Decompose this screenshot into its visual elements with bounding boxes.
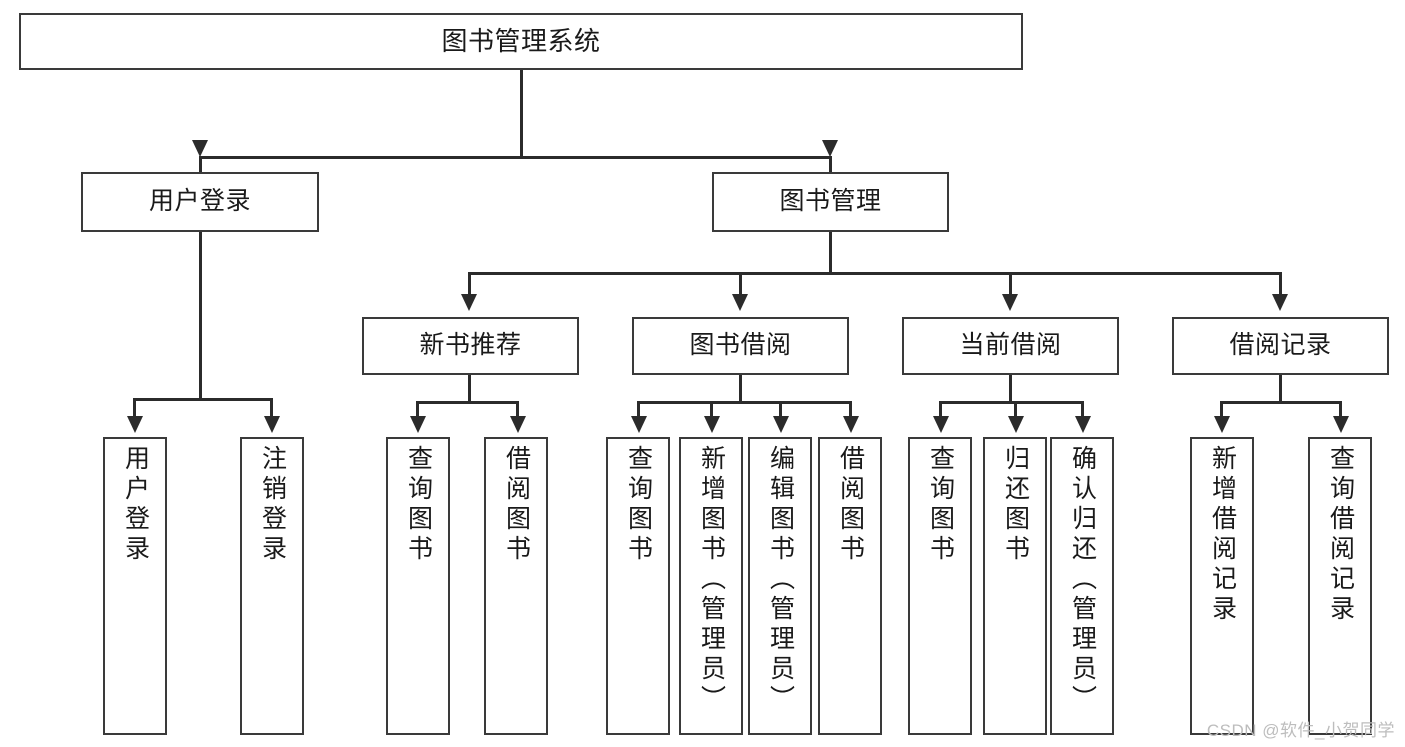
node-leaf-query-book-current[interactable]: 查询图书 — [908, 437, 972, 735]
node-label: 借阅图书 — [502, 445, 531, 565]
connector-bm-to-borrow-record — [1279, 272, 1282, 300]
node-book-management-system[interactable]: 图书管理系统 — [19, 13, 1023, 70]
node-label: 注销登录 — [258, 445, 287, 565]
connector-user-login-stem — [199, 232, 202, 400]
connector-bb-to-borrow-book — [849, 401, 852, 420]
connector-root-to-book-manage — [829, 156, 832, 184]
node-label: 借阅记录 — [1229, 331, 1332, 360]
node-leaf-confirm-return-admin[interactable]: 确认归还（管理员） — [1050, 437, 1114, 735]
connector-new-book-rec-stem — [468, 375, 471, 403]
node-leaf-user-login[interactable]: 用户登录 — [103, 437, 167, 735]
connector-cb-to-return-book — [1014, 401, 1017, 420]
arrow-ul-to-leaf-user-login — [127, 416, 143, 433]
node-leaf-query-book-recommend[interactable]: 查询图书 — [386, 437, 450, 735]
node-label: 归还图书 — [1001, 445, 1030, 565]
connector-bm-to-current-borrow — [1009, 272, 1012, 300]
node-label: 新增图书（管理员） — [697, 445, 726, 715]
node-label: 查询图书 — [926, 445, 955, 565]
arrow-bm-to-book-borrow — [732, 294, 748, 311]
arrow-root-to-user-login — [192, 140, 208, 157]
node-label: 新增借阅记录 — [1208, 445, 1237, 625]
arrow-bm-to-borrow-record — [1272, 294, 1288, 311]
node-borrow-record[interactable]: 借阅记录 — [1172, 317, 1389, 375]
connector-bb-to-edit-book — [779, 401, 782, 420]
node-current-borrow[interactable]: 当前借阅 — [902, 317, 1119, 375]
connector-book-borrow-stem — [739, 375, 742, 403]
node-leaf-borrow-book[interactable]: 借阅图书 — [818, 437, 882, 735]
connector-new-book-rec-bus — [416, 401, 518, 404]
node-label: 查询图书 — [624, 445, 653, 565]
node-label: 图书管理 — [779, 187, 882, 216]
node-label: 查询借阅记录 — [1326, 445, 1355, 625]
node-leaf-add-book-admin[interactable]: 新增图书（管理员） — [679, 437, 743, 735]
arrow-root-to-book-manage — [822, 140, 838, 157]
connector-borrow-record-stem — [1279, 375, 1282, 403]
node-label: 新书推荐 — [419, 331, 522, 360]
connector-bb-to-add-book — [710, 401, 713, 420]
node-leaf-logout[interactable]: 注销登录 — [240, 437, 304, 735]
arrow-nbr-to-borrow-book — [510, 416, 526, 433]
node-leaf-query-book-borrow[interactable]: 查询图书 — [606, 437, 670, 735]
node-label: 借阅图书 — [836, 445, 865, 565]
connector-ul-to-leaf-logout — [270, 398, 273, 420]
node-book-borrow[interactable]: 图书借阅 — [632, 317, 849, 375]
arrow-nbr-to-query-book — [410, 416, 426, 433]
connector-book-borrow-bus — [637, 401, 851, 404]
node-label: 当前借阅 — [959, 331, 1062, 360]
connector-bm-to-book-borrow — [739, 272, 742, 300]
node-user-login[interactable]: 用户登录 — [81, 172, 319, 232]
arrow-bb-to-edit-book — [773, 416, 789, 433]
node-label: 用户登录 — [148, 187, 251, 216]
arrow-bb-to-query-book — [631, 416, 647, 433]
connector-br-to-query-record — [1339, 401, 1342, 420]
arrow-cb-to-confirm-return — [1075, 416, 1091, 433]
node-leaf-edit-book-admin[interactable]: 编辑图书（管理员） — [748, 437, 812, 735]
node-label: 查询图书 — [404, 445, 433, 565]
node-label: 图书借阅 — [689, 331, 792, 360]
connector-cb-to-confirm-return — [1081, 401, 1084, 420]
connector-borrow-record-bus — [1220, 401, 1341, 404]
node-label: 图书管理系统 — [441, 26, 601, 57]
arrow-bm-to-current-borrow — [1002, 294, 1018, 311]
node-label: 用户登录 — [121, 445, 150, 565]
arrow-bm-to-new-book-rec — [461, 294, 477, 311]
arrow-bb-to-borrow-book — [843, 416, 859, 433]
connector-nbr-to-query-book — [416, 401, 419, 420]
arrow-br-to-add-record — [1214, 416, 1230, 433]
connector-book-manage-bus — [468, 272, 1281, 275]
node-leaf-add-borrow-record[interactable]: 新增借阅记录 — [1190, 437, 1254, 735]
connector-root-stem — [520, 70, 523, 158]
arrow-ul-to-leaf-logout — [264, 416, 280, 433]
connector-root-bus — [199, 156, 829, 159]
node-label: 编辑图书（管理员） — [766, 445, 795, 715]
connector-nbr-to-borrow-book — [516, 401, 519, 420]
node-book-management[interactable]: 图书管理 — [712, 172, 949, 232]
node-label: 确认归还（管理员） — [1068, 445, 1097, 715]
connector-bm-to-new-book-rec — [468, 272, 471, 300]
connector-root-to-user-login — [199, 156, 202, 184]
arrow-bb-to-add-book — [704, 416, 720, 433]
connector-bb-to-query-book — [637, 401, 640, 420]
arrow-br-to-query-record — [1333, 416, 1349, 433]
connector-current-borrow-bus — [939, 401, 1083, 404]
node-leaf-borrow-book-recommend[interactable]: 借阅图书 — [484, 437, 548, 735]
connector-cb-to-query-book — [939, 401, 942, 420]
connector-current-borrow-stem — [1009, 375, 1012, 403]
connector-br-to-add-record — [1220, 401, 1223, 420]
connector-ul-to-leaf-user-login — [133, 398, 136, 420]
connector-book-manage-stem — [829, 232, 832, 274]
node-leaf-return-book[interactable]: 归还图书 — [983, 437, 1047, 735]
connector-user-login-bus — [133, 398, 272, 401]
node-new-book-recommend[interactable]: 新书推荐 — [362, 317, 579, 375]
arrow-cb-to-return-book — [1008, 416, 1024, 433]
node-leaf-query-borrow-record[interactable]: 查询借阅记录 — [1308, 437, 1372, 735]
arrow-cb-to-query-book — [933, 416, 949, 433]
